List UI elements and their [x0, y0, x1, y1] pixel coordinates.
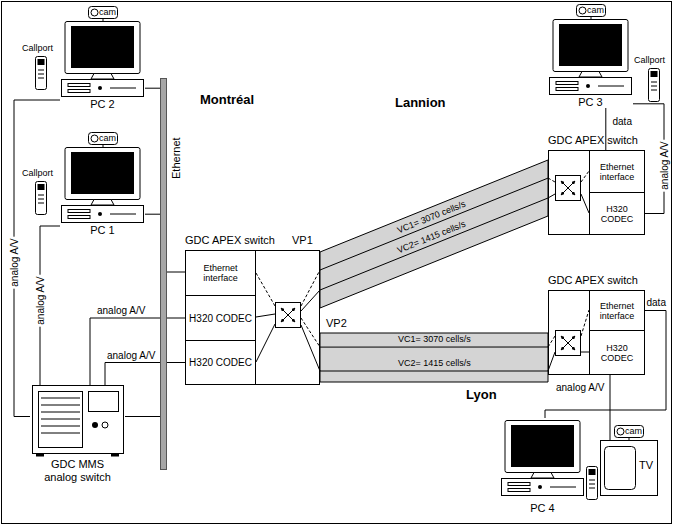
codec-box: H320 CODEC: [589, 330, 645, 375]
codec-box: H320 CODEC: [589, 192, 645, 235]
virtual-path-name: VP2: [326, 317, 347, 330]
pc-station: PC 3: [548, 4, 633, 108]
node-label: PC 1: [60, 224, 145, 236]
switch-heading: GDC APEX switch: [548, 274, 638, 287]
link-label: analog A/V: [35, 274, 46, 326]
site-name: Montréal: [200, 92, 254, 107]
connector: [90, 318, 185, 385]
connector: [14, 100, 60, 417]
site-name: Lyon: [466, 387, 497, 402]
camera-label: cam: [625, 426, 642, 437]
node-label: PC 2: [60, 98, 145, 110]
switch-box: GDC APEX switchEthernet interfaceH320 CO…: [548, 290, 645, 375]
box-label: Ethernet interface: [590, 162, 644, 182]
box-label: H320 CODEC: [590, 343, 644, 363]
connector: [167, 272, 185, 273]
box-label: Ethernet interface: [186, 263, 255, 283]
link-label: data: [645, 297, 668, 308]
callport-label: Callport: [634, 55, 665, 66]
crossbar-switch: [276, 176, 581, 356]
switch-heading: GDC APEX switch: [185, 234, 275, 247]
connector: [145, 88, 160, 89]
link-label: analog A/V: [95, 305, 147, 316]
node-label: PC 3: [548, 96, 633, 108]
connector: [320, 198, 548, 290]
pc-station: PC 1: [60, 132, 145, 236]
switch-heading: GDC APEX switch: [548, 134, 638, 147]
connector: [320, 178, 548, 270]
link-label: analog A/V: [105, 350, 157, 361]
mms-illustration: [33, 386, 124, 457]
codec-box: H320 CODEC: [185, 295, 256, 341]
interface-box: Ethernet interface: [589, 290, 645, 331]
camera-label: cam: [99, 133, 116, 144]
internal-link: [256, 171, 589, 371]
connector: [610, 375, 611, 440]
link-label: analog A/V: [554, 382, 606, 393]
pc-station: PC 4: [500, 418, 585, 514]
switch-box: GDC APEX switchEthernet interfaceH320 CO…: [185, 250, 320, 385]
box-label: H320 CODEC: [187, 357, 254, 368]
connector: [105, 363, 185, 386]
box-label: Ethernet interface: [590, 301, 644, 321]
connector: [145, 214, 160, 215]
node-label: TV: [639, 459, 653, 471]
connector: [125, 416, 160, 417]
switch-box: GDC APEX switchEthernet interfaceH320 CO…: [548, 150, 645, 235]
pc-illustration: [62, 5, 632, 496]
camera-label: cam: [587, 5, 604, 16]
tv-set: TV: [600, 440, 658, 496]
node-label: Ethernet: [170, 137, 182, 179]
ethernet-bus: Ethernet: [160, 78, 167, 470]
link-label: analog A/V: [9, 236, 20, 288]
analog-switch: GDC MMS analog switch: [30, 385, 125, 490]
link-label: data: [611, 116, 634, 127]
codec-box: H320 CODEC: [185, 340, 256, 385]
channel-rate: VC1= 3070 cells/s: [397, 334, 470, 344]
interface-box: Ethernet interface: [589, 150, 645, 193]
connector: [320, 371, 548, 372]
box-label: H320 CODEC: [187, 313, 254, 324]
link-label: analog A/V: [659, 139, 670, 191]
connector: [320, 347, 548, 348]
interface-box: Ethernet interface: [185, 250, 256, 296]
node-label: GDC MMS analog switch: [37, 458, 118, 484]
callport-label: Callport: [22, 168, 53, 179]
pc-station: PC 2: [60, 6, 145, 110]
callport-label: Callport: [22, 43, 53, 54]
camera-label: cam: [99, 7, 116, 18]
channel-rate: VC2= 1415 cells/s: [397, 358, 470, 368]
virtual-path-name: VP1: [292, 234, 313, 247]
node-label: PC 4: [500, 502, 585, 514]
box-label: H320 CODEC: [590, 204, 644, 224]
virtual-path-tube: [320, 160, 548, 382]
site-name: Lannion: [395, 95, 446, 110]
callport-phone: [36, 57, 660, 500]
